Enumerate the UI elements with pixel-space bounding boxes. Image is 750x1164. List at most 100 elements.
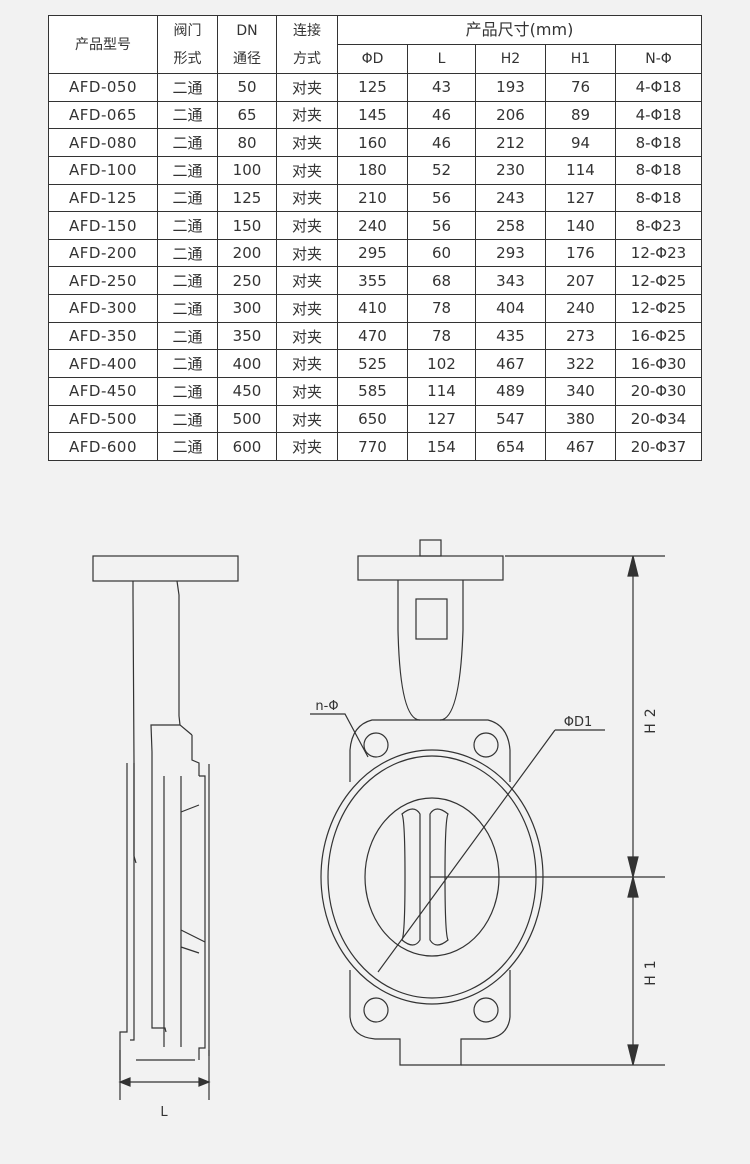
cell-model: AFD-350 bbox=[48, 321, 158, 351]
cell-connection: 对夹 bbox=[276, 294, 338, 323]
cell-l: 78 bbox=[407, 321, 476, 351]
cell-h2: 467 bbox=[475, 349, 546, 379]
header-dim-h2: H2 bbox=[475, 44, 546, 74]
cell-h2: 404 bbox=[475, 294, 546, 323]
cell-d: 410 bbox=[337, 294, 408, 323]
header-dim-h1: H1 bbox=[545, 44, 616, 74]
cell-h1: 94 bbox=[545, 128, 616, 157]
header-connection-line1: 连接 bbox=[293, 22, 321, 39]
cell-connection: 对夹 bbox=[276, 321, 338, 351]
cell-connection: 对夹 bbox=[276, 100, 338, 130]
cell-connection: 对夹 bbox=[276, 432, 338, 461]
front-neck bbox=[397, 580, 464, 721]
cell-form: 二通 bbox=[157, 73, 218, 102]
cell-l: 68 bbox=[407, 266, 476, 296]
cell-dn: 600 bbox=[217, 432, 277, 461]
cell-dn: 250 bbox=[217, 266, 277, 296]
cell-n-phi: 20-Φ37 bbox=[615, 432, 702, 461]
cell-model: AFD-080 bbox=[48, 128, 158, 157]
cell-dn: 350 bbox=[217, 321, 277, 351]
front-disc-right bbox=[429, 808, 449, 946]
cell-form: 二通 bbox=[157, 100, 218, 130]
header-dim-n-phi: N-Φ bbox=[615, 44, 702, 74]
cell-h2: 654 bbox=[475, 432, 546, 461]
cell-form: 二通 bbox=[157, 321, 218, 351]
cell-connection: 对夹 bbox=[276, 128, 338, 157]
cell-l: 102 bbox=[407, 349, 476, 379]
cell-h2: 547 bbox=[475, 404, 546, 434]
cell-n-phi: 8-Φ18 bbox=[615, 128, 702, 157]
side-disc-inner bbox=[150, 724, 180, 1033]
cell-h2: 230 bbox=[475, 155, 546, 185]
cell-form: 二通 bbox=[157, 183, 218, 213]
cell-h2: 193 bbox=[475, 73, 546, 102]
cell-dn: 450 bbox=[217, 377, 277, 406]
cell-l: 114 bbox=[407, 377, 476, 406]
front-view bbox=[310, 539, 665, 1066]
cell-form: 二通 bbox=[157, 238, 218, 268]
cell-model: AFD-600 bbox=[48, 432, 158, 461]
cell-connection: 对夹 bbox=[276, 349, 338, 379]
front-lower-lug bbox=[349, 970, 511, 1066]
cell-h1: 114 bbox=[545, 155, 616, 185]
front-top-flange bbox=[357, 555, 504, 581]
cell-form: 二通 bbox=[157, 266, 218, 296]
side-dim-l-arrows bbox=[118, 1077, 211, 1087]
leader-phi-d1 bbox=[377, 729, 605, 973]
cell-dn: 65 bbox=[217, 100, 277, 130]
cell-l: 43 bbox=[407, 73, 476, 102]
cell-n-phi: 4-Φ18 bbox=[615, 73, 702, 102]
cell-form: 二通 bbox=[157, 155, 218, 185]
cell-h2: 293 bbox=[475, 238, 546, 268]
cell-form: 二通 bbox=[157, 377, 218, 406]
cell-h2: 343 bbox=[475, 266, 546, 296]
header-dn-line1: DN bbox=[236, 22, 258, 39]
cell-n-phi: 12-Φ25 bbox=[615, 294, 702, 323]
valve-drawing: L n-Φ ΦD1 H2 H1 bbox=[92, 539, 665, 1120]
cell-model: AFD-050 bbox=[48, 73, 158, 102]
cell-h2: 435 bbox=[475, 321, 546, 351]
spec-table: 产品型号 阀门 形式 DN 通径 连接 方式 产品尺寸(mm) ΦD L H2 … bbox=[48, 15, 702, 461]
h-dim-arrows bbox=[627, 555, 639, 1066]
cell-dn: 150 bbox=[217, 211, 277, 240]
cell-d: 295 bbox=[337, 238, 408, 268]
cell-connection: 对夹 bbox=[276, 404, 338, 434]
front-upper-lug-right bbox=[440, 719, 511, 782]
cell-form: 二通 bbox=[157, 432, 218, 461]
cell-connection: 对夹 bbox=[276, 73, 338, 102]
cell-h1: 467 bbox=[545, 432, 616, 461]
side-top-flange bbox=[92, 555, 239, 582]
front-bolt-hole-tr bbox=[473, 732, 499, 758]
cell-n-phi: 12-Φ25 bbox=[615, 266, 702, 296]
label-l: L bbox=[160, 1105, 168, 1120]
cell-connection: 对夹 bbox=[276, 266, 338, 296]
cell-d: 650 bbox=[337, 404, 408, 434]
cell-form: 二通 bbox=[157, 349, 218, 379]
cell-d: 210 bbox=[337, 183, 408, 213]
cell-l: 56 bbox=[407, 183, 476, 213]
header-dim-l: L bbox=[407, 44, 476, 74]
cell-dn: 300 bbox=[217, 294, 277, 323]
cell-d: 770 bbox=[337, 432, 408, 461]
cell-n-phi: 16-Φ30 bbox=[615, 349, 702, 379]
cell-h2: 243 bbox=[475, 183, 546, 213]
cell-model: AFD-400 bbox=[48, 349, 158, 379]
front-disc-left bbox=[401, 808, 421, 946]
cell-d: 355 bbox=[337, 266, 408, 296]
header-model: 产品型号 bbox=[48, 15, 158, 74]
cell-form: 二通 bbox=[157, 128, 218, 157]
cell-connection: 对夹 bbox=[276, 238, 338, 268]
cell-model: AFD-125 bbox=[48, 183, 158, 213]
cell-l: 127 bbox=[407, 404, 476, 434]
side-body-left-inner bbox=[130, 763, 135, 1041]
cell-dn: 500 bbox=[217, 404, 277, 434]
cell-h1: 380 bbox=[545, 404, 616, 434]
cell-dn: 80 bbox=[217, 128, 277, 157]
cell-dn: 125 bbox=[217, 183, 277, 213]
side-stem-left bbox=[132, 581, 137, 864]
